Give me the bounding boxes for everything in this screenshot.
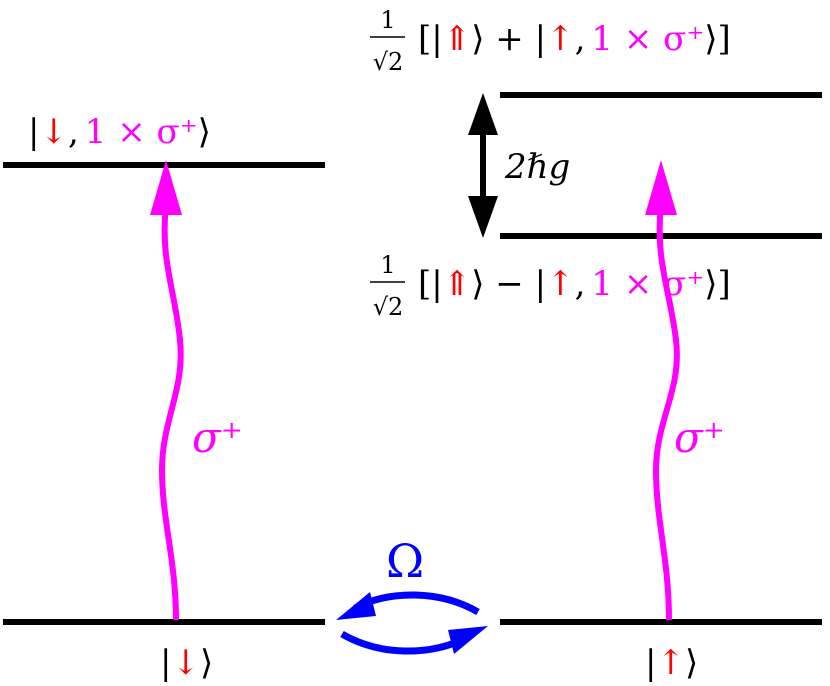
upper-frac-numerator: 1	[380, 6, 395, 34]
rabi-exchange-arrows-icon	[336, 591, 488, 655]
lower-frac-numerator: 1	[380, 251, 395, 279]
splitting-label: 2ℏg	[504, 147, 570, 187]
left-ground-label: |↓⟩	[160, 643, 213, 683]
upper-dressed-state-label: 1 √2 [|⇑⟩ + |↑,1 × σ⁺⟩]	[370, 6, 731, 76]
right-transition-label: σ⁺	[674, 413, 725, 462]
lower-frac-denominator: √2	[373, 293, 404, 321]
splitting-double-arrow-icon	[468, 93, 498, 238]
left-upper-label: |↓,1 × σ⁺⟩	[28, 112, 211, 152]
right-ground-label: |↑⟩	[645, 643, 698, 683]
lower-state-expression: [|⇑⟩ − |↑,1 × σ⁺⟩]	[418, 264, 731, 304]
upper-frac-denominator: √2	[373, 48, 404, 76]
left-transition-label: σ⁺	[192, 413, 243, 462]
rabi-frequency-label: Ω	[386, 534, 424, 588]
right-wavy-arrow-icon	[645, 160, 680, 621]
lower-dressed-state-label: 1 √2 [|⇑⟩ − |↑,1 × σ⁺⟩]	[370, 251, 731, 321]
left-wavy-arrow-icon	[150, 160, 184, 621]
upper-state-expression: [|⇑⟩ + |↑,1 × σ⁺⟩]	[418, 19, 731, 59]
